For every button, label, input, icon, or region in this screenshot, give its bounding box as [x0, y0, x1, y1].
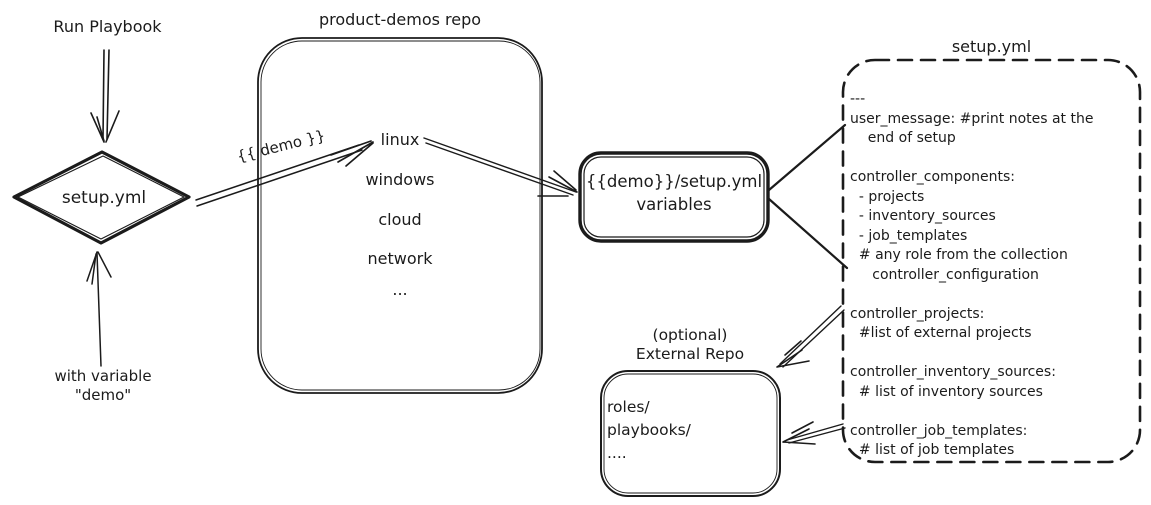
- external-repo-title-line1: (optional): [652, 326, 728, 344]
- repo-item-cloud: cloud: [378, 210, 422, 229]
- setup-yml-file-title: setup.yml: [951, 37, 1032, 56]
- yaml-line: - inventory_sources: [850, 208, 996, 224]
- run-playbook-label: Run Playbook: [53, 17, 162, 36]
- product-demos-repo-title: product-demos repo: [318, 10, 482, 29]
- yaml-line: - projects: [850, 188, 925, 205]
- setup-yml-file-box: [841, 58, 1142, 464]
- yaml-line: # any role from the collection: [850, 247, 1068, 263]
- yaml-line: # list of job templates: [850, 442, 1015, 458]
- variables-box-line1: {{demo}}/setup.yml: [585, 172, 763, 191]
- external-repo-item-playbooks: playbooks/: [607, 421, 691, 439]
- demo-arrow: [195, 140, 374, 207]
- yaml-line: end of setup: [850, 130, 956, 146]
- setup-yml-diamond-label: setup.yml: [61, 188, 147, 208]
- yaml-line: controller_configuration: [850, 266, 1039, 283]
- setup-yml-diamond: [12, 150, 191, 245]
- job-templates-to-external-arrow: [782, 421, 846, 445]
- external-repo-box: [600, 370, 781, 497]
- product-demos-repo-box: [257, 37, 543, 394]
- variables-to-setup-yml-lines: [767, 123, 849, 270]
- repo-item-ellipsis: ...: [392, 280, 408, 299]
- yaml-line: ---: [850, 91, 866, 107]
- external-repo-content: roles/ playbooks/ ....: [607, 396, 691, 465]
- with-variable-line2: "demo": [74, 386, 132, 404]
- external-repo-title-line2: External Repo: [635, 345, 745, 363]
- yaml-line: #list of external projects: [850, 325, 1032, 341]
- setup-yml-content: --- user_message: #print notes at the en…: [850, 90, 1140, 461]
- variables-box-line2: variables: [636, 195, 712, 214]
- yaml-line: [850, 285, 1140, 305]
- with-variable-arrow: [86, 251, 112, 367]
- external-repo-title: (optional) External Repo: [602, 326, 778, 364]
- yaml-line: controller_projects:: [850, 305, 985, 322]
- linux-to-variables-arrow: [423, 137, 578, 197]
- yaml-line: controller_components:: [850, 169, 1015, 185]
- yaml-line: controller_inventory_sources:: [850, 364, 1056, 380]
- with-variable-label: with variable "demo": [28, 367, 178, 405]
- yaml-line: controller_job_templates:: [850, 422, 1028, 439]
- yaml-line: [850, 402, 1140, 422]
- projects-to-external-arrow: [776, 305, 845, 368]
- with-variable-line1: with variable: [54, 367, 152, 385]
- repo-item-linux: linux: [380, 130, 420, 149]
- yaml-line: user_message: #print notes at the: [850, 110, 1094, 127]
- external-repo-item-ellipsis: ....: [607, 444, 627, 462]
- variables-box-label: {{demo}}/setup.yml variables: [582, 170, 766, 216]
- run-playbook-arrow: [90, 49, 120, 143]
- external-repo-item-roles: roles/: [607, 398, 650, 416]
- yaml-line: [850, 149, 1140, 169]
- yaml-line: # list of inventory sources: [850, 383, 1043, 400]
- yaml-line: [850, 344, 1140, 364]
- yaml-line: - job_templates: [850, 227, 968, 244]
- repo-item-network: network: [367, 249, 433, 268]
- variables-box: [578, 151, 770, 243]
- repo-item-windows: windows: [365, 170, 435, 189]
